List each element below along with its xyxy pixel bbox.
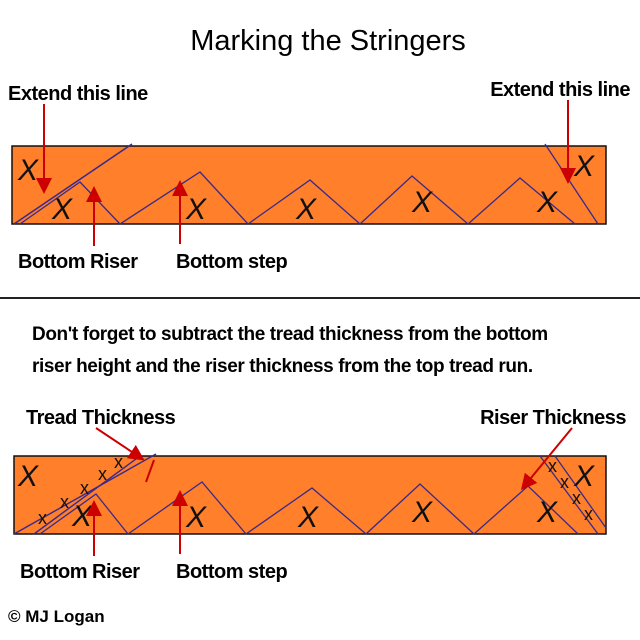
bottom-panel: x x x x x x x x x X X X X X X X Tread Th… <box>13 407 627 583</box>
bottom-x-mark: X <box>17 460 39 493</box>
arrow-tread-thickness <box>95 427 145 461</box>
tick-mark: x <box>584 504 593 524</box>
top-x-mark: X <box>185 193 207 226</box>
top-extend-line-left <box>13 143 133 225</box>
top-panel: X X X X X X X Extend this line Extend th… <box>8 79 631 273</box>
bottom-step-layout <box>39 481 579 535</box>
arrow-riser-thickness <box>520 427 573 491</box>
tick-mark: x <box>572 488 581 508</box>
top-extend-line-right <box>544 143 599 225</box>
diagram-title: Marking the Stringers <box>190 25 466 57</box>
arrow-tread-thickness-inner <box>145 459 155 483</box>
label-extend-line-right: Extend this line <box>490 79 630 101</box>
bottom-stringer-board <box>13 455 607 535</box>
tread-thickness-line-inner <box>33 455 141 535</box>
top-x-mark: X <box>295 193 317 226</box>
riser-thickness-line-outer <box>539 455 599 535</box>
top-x-mark: X <box>17 154 39 187</box>
label-riser-thickness: Riser Thickness <box>480 407 626 429</box>
top-step-layout <box>19 171 576 225</box>
bottom-x-mark: X <box>573 460 595 493</box>
bottom-x-mark: X <box>185 501 207 534</box>
tick-mark: x <box>98 464 107 484</box>
top-x-mark: X <box>411 186 433 219</box>
bottom-x-mark: X <box>411 496 433 529</box>
label-tread-thickness: Tread Thickness <box>26 407 176 429</box>
label-bottom-step: Bottom step <box>176 251 287 273</box>
note-line-2: riser height and the riser thickness fro… <box>32 356 533 377</box>
bottom-x-mark: X <box>297 501 319 534</box>
bottom-x-mark: X <box>71 500 93 533</box>
riser-thickness-line-inner <box>554 455 607 529</box>
copyright: © MJ Logan <box>8 607 105 626</box>
top-x-mark: X <box>536 186 558 219</box>
tick-mark: x <box>114 452 123 472</box>
tick-mark: x <box>60 492 69 512</box>
note-line-1: Don't forget to subtract the tread thick… <box>32 324 548 345</box>
tick-mark: x <box>548 456 557 476</box>
label-bottom-step-2: Bottom step <box>176 561 287 583</box>
label-extend-line-left: Extend this line <box>8 83 148 105</box>
label-bottom-riser: Bottom Riser <box>18 251 138 273</box>
bottom-x-mark: X <box>536 496 558 529</box>
tick-mark: x <box>80 478 89 498</box>
top-x-mark: X <box>51 193 73 226</box>
top-x-mark: X <box>573 150 595 183</box>
label-bottom-riser-2: Bottom Riser <box>20 561 140 583</box>
tick-mark: x <box>560 472 569 492</box>
tread-thickness-line-outer <box>13 453 157 535</box>
tick-mark: x <box>38 508 47 528</box>
